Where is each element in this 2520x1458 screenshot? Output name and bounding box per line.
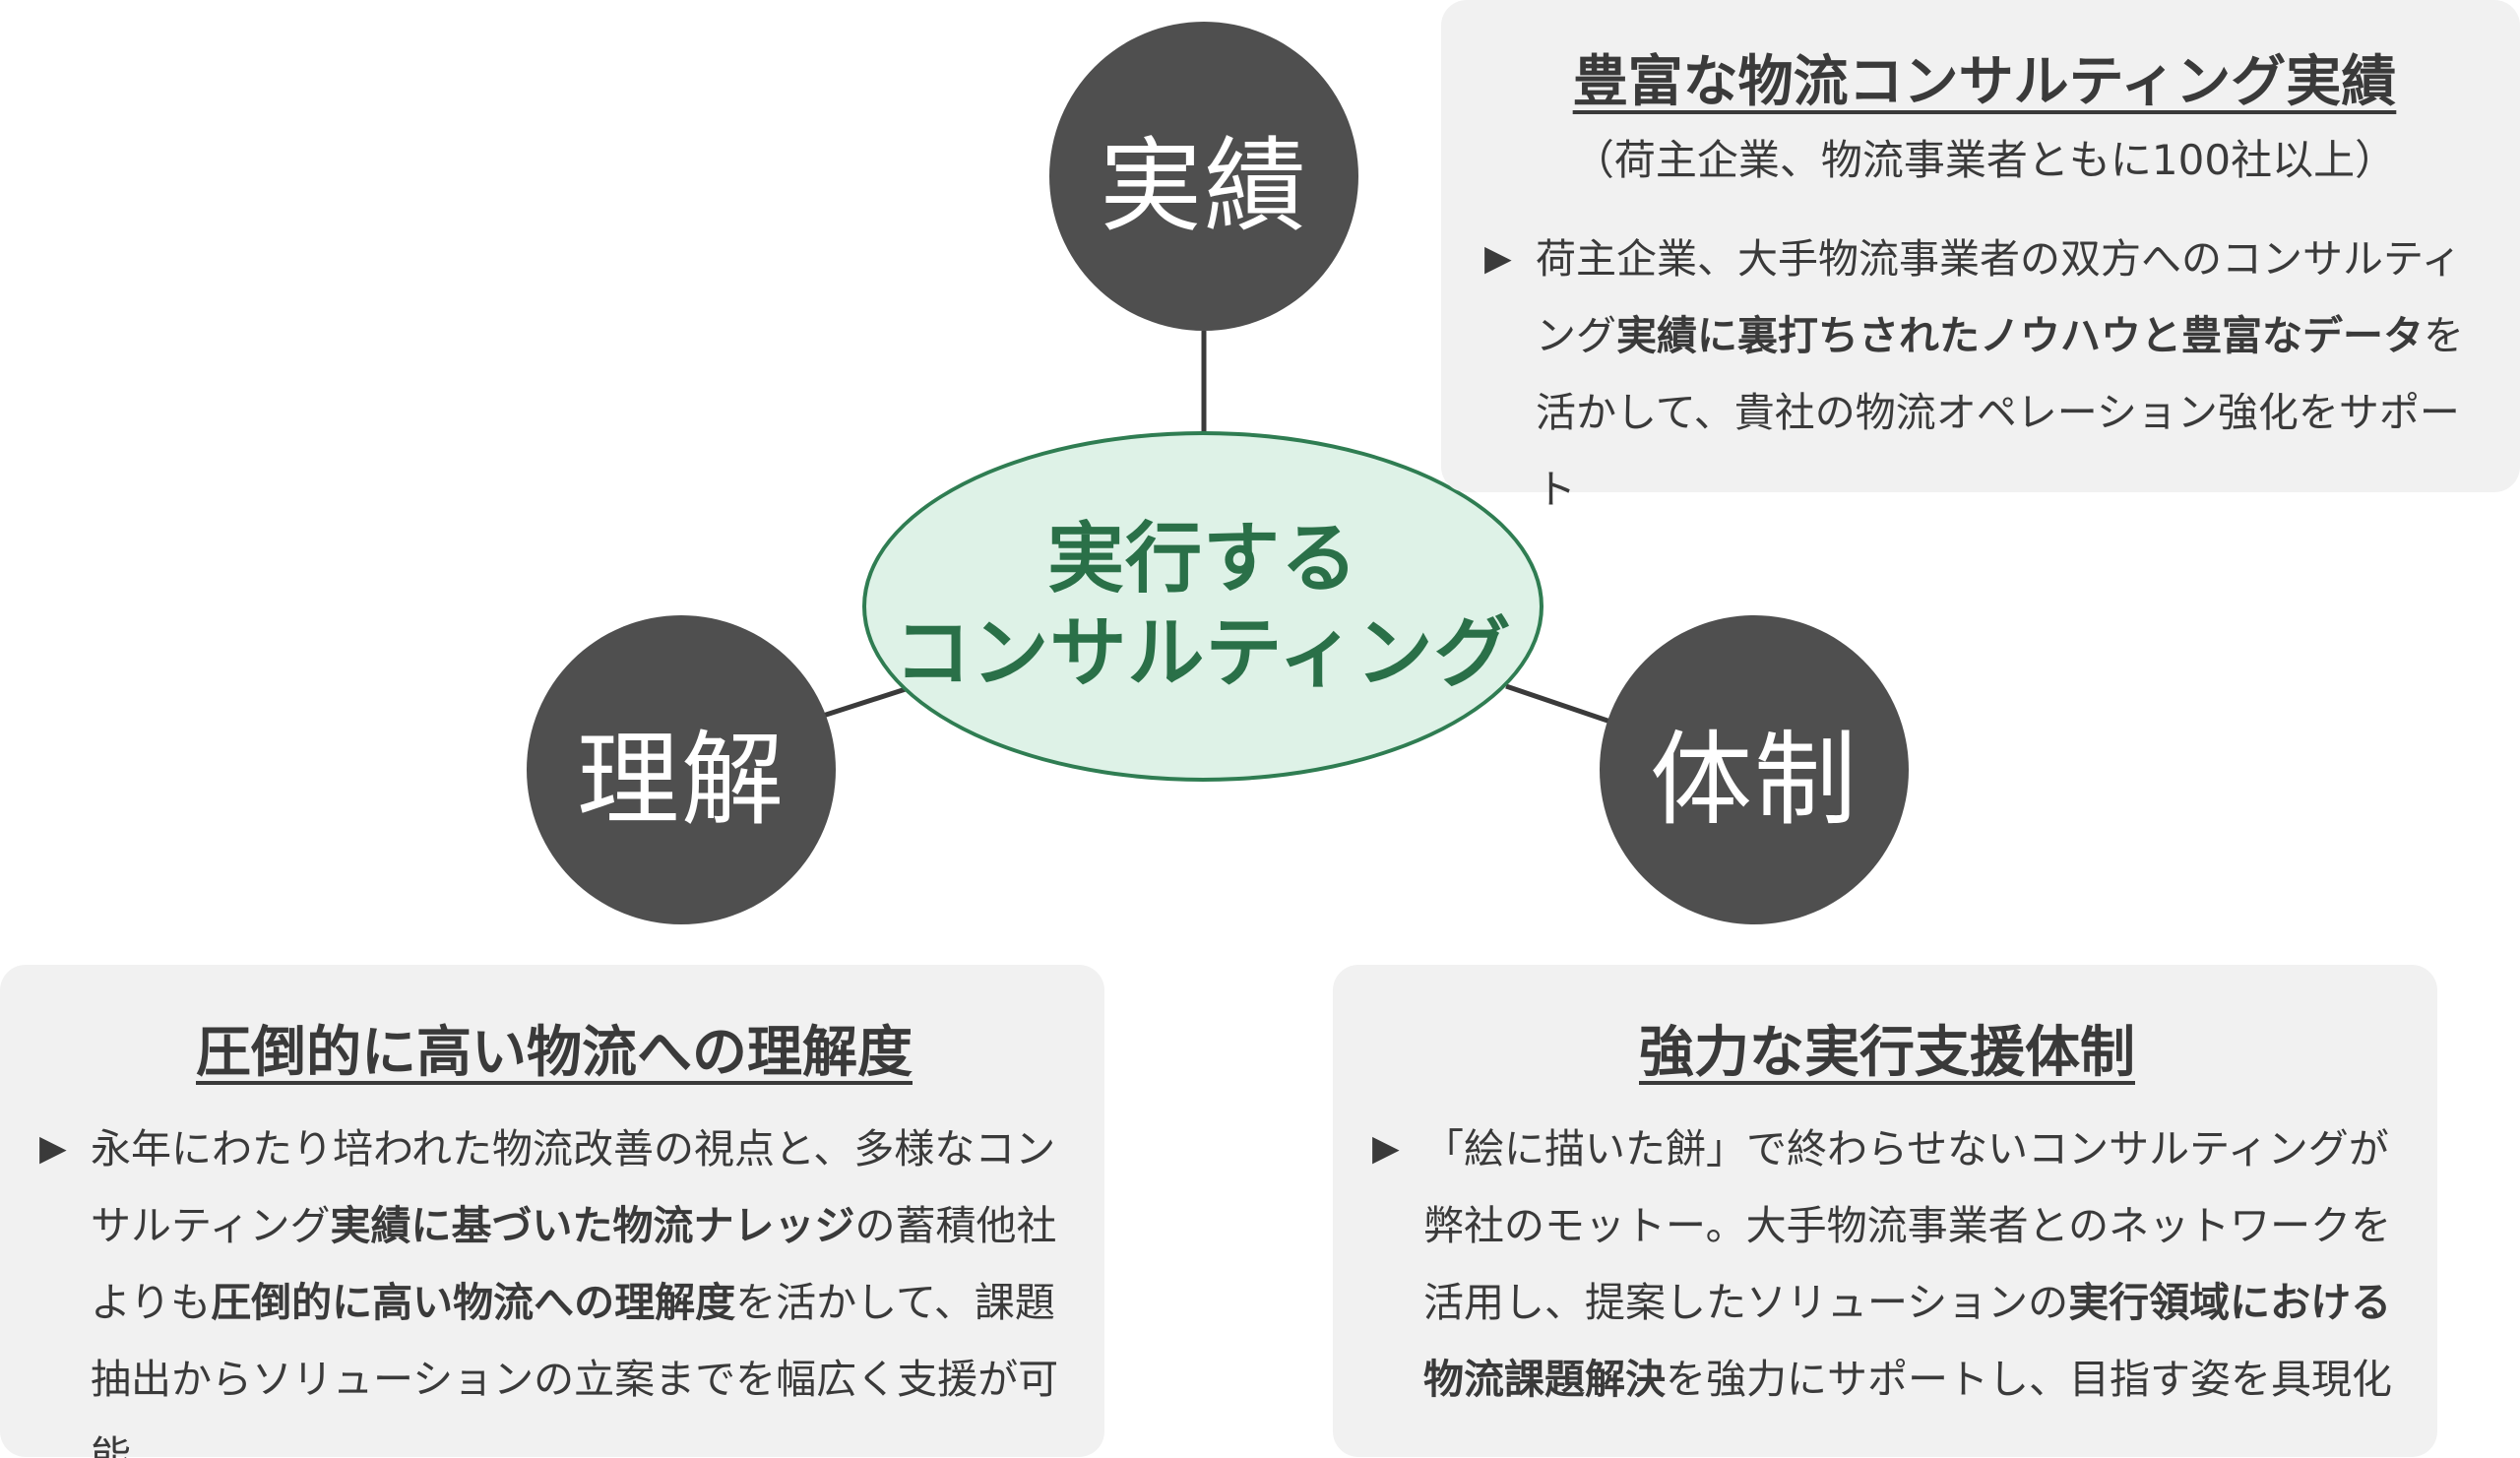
bullet-text-bold-segment: 実行領域における物流課題解決: [1423, 1279, 2392, 1403]
bullet-triangle-icon: ▶: [1484, 238, 1512, 279]
node-understanding-label: 理解: [576, 719, 786, 840]
node-achievements: 実績: [1049, 22, 1358, 331]
node-achievements-label: 実績: [1099, 125, 1308, 246]
bullet-text-segment: の蓄積他社よりも: [91, 1202, 1057, 1326]
card-structure-title: 強力な実行支援体制: [1639, 1021, 2135, 1085]
card-understanding: 圧倒的に高い物流への理解度 ▶ 永年にわたり培われた物流改善の視点と、多様なコン…: [0, 965, 1104, 1458]
card-achievements-bullet: ▶ 荷主企業、大手物流事業者の双方へのコンサルティング実績に裏打ちされたノウハウ…: [1484, 221, 2485, 528]
bullet-text-bold-segment: 実績に裏打ちされたノウハウと豊富なデータ: [1616, 312, 2424, 359]
card-structure-bullet: ▶ 「絵に描いた餅」で終わらせないコンサルティングが弊社のモットー。大手物流事業…: [1372, 1110, 2402, 1418]
bullet-text-bold-segment: 実績に基づいた物流ナレッジ: [330, 1202, 855, 1249]
center-title-line1: 実行する: [1046, 515, 1358, 603]
card-understanding-title: 圧倒的に高い物流への理解度: [196, 1021, 913, 1085]
card-achievements-subtitle: （荷主企業、物流事業者ともに100社以上）: [1572, 136, 2397, 184]
node-structure: 体制: [1600, 615, 1909, 924]
card-understanding-bullet: ▶ 永年にわたり培われた物流改善の視点と、多様なコンサルティング実績に基づいた物…: [39, 1110, 1069, 1458]
bullet-text-segment: を活かして、課題抽出からソリューションの立案までを幅広く支援が可能: [91, 1279, 1059, 1458]
card-structure: 強力な実行支援体制 ▶ 「絵に描いた餅」で終わらせないコンサルティングが弊社のモ…: [1333, 965, 2437, 1457]
card-achievements: 豊富な物流コンサルティング実績 （荷主企業、物流事業者ともに100社以上） ▶ …: [1441, 0, 2520, 513]
bullet-triangle-icon: ▶: [39, 1128, 67, 1169]
connector-left: [822, 686, 907, 719]
center-title-line2: コンサルティング: [894, 609, 1512, 698]
card-achievements-title: 豊富な物流コンサルティング実績: [1572, 50, 2397, 114]
bullet-triangle-icon: ▶: [1372, 1128, 1400, 1169]
bullet-text-segment: を強力にサポートし、目指す姿を具現化: [1666, 1356, 2392, 1403]
bullet-text-segment: 「絵に描いた餅」で終わらせないコンサルティングが弊社のモットー。大手物流事業者と…: [1423, 1125, 2392, 1326]
bullet-text-bold-segment: 圧倒的に高い物流への理解度: [211, 1279, 736, 1326]
node-understanding: 理解: [527, 615, 836, 924]
connector-right: [1505, 683, 1611, 725]
bullet-text-segment: 永年にわたり培われた物流改善の視点と、多様なコンサルティング: [91, 1125, 1056, 1249]
center-ellipse: 実行する コンサルティング: [862, 431, 1544, 782]
bullet-text-segment: 荷主企業、大手物流事業者の双方へのコンサルティング: [1536, 235, 2462, 359]
node-structure-label: 体制: [1649, 719, 1858, 840]
bullet-text-segment: を活かして、貴社の物流オペレーション強化をサポート: [1536, 312, 2464, 513]
